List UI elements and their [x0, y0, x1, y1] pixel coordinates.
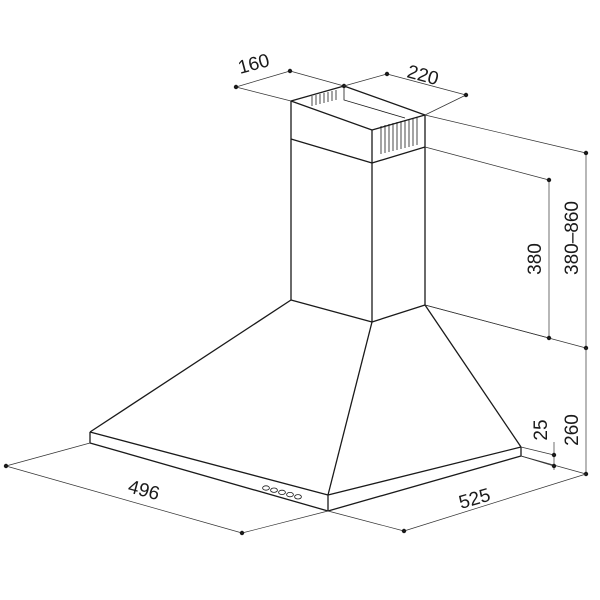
label-160: 160 — [236, 50, 272, 78]
canopy-right-edge — [425, 305, 521, 447]
control-button — [287, 492, 294, 496]
dim-canopy-height: 260 — [562, 348, 588, 476]
canopy-left-edge — [90, 300, 291, 432]
canopy — [90, 300, 521, 511]
label-380-860: 380–860 — [562, 201, 583, 275]
duct-bottom — [291, 300, 425, 322]
label-220: 220 — [405, 62, 441, 90]
dim-canopy-depth: 525 — [328, 474, 586, 533]
control-button — [271, 488, 278, 492]
chimney-duct — [291, 86, 425, 322]
control-button — [263, 486, 270, 490]
label-496: 496 — [126, 477, 162, 505]
dim-chimney-height: 380 — [525, 178, 551, 340]
control-button — [295, 495, 302, 499]
control-panel — [263, 486, 302, 499]
label-260: 260 — [562, 414, 583, 446]
dim-canopy-width: 496 — [4, 443, 328, 535]
dim-chimney-range: 380–860 — [562, 151, 588, 350]
canopy-front-edge — [328, 322, 372, 495]
control-button — [279, 490, 286, 494]
duct-inner-edge — [344, 86, 405, 118]
label-25: 25 — [531, 419, 552, 440]
duct-vent-left — [312, 90, 336, 106]
label-525: 525 — [457, 485, 493, 514]
dim-duct-depth: 160 — [234, 50, 346, 101]
label-380: 380 — [525, 243, 546, 275]
dim-duct-width: 220 — [344, 62, 468, 115]
